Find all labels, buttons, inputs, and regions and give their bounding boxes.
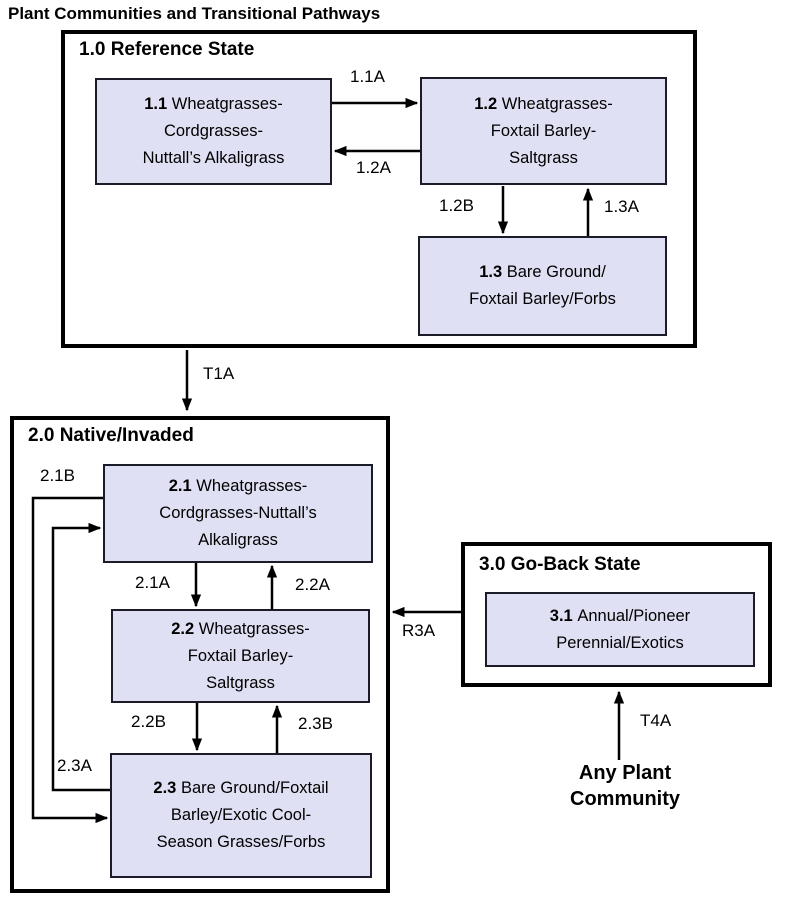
pathway-label-2-1B: 2.1B [40,466,75,485]
pathway-label-1-2A: 1.2A [356,158,391,177]
pathway-label-2-3A: 2.3A [57,756,92,775]
community-name-1-1: Wheatgrasses- Cordgrasses- Nuttall’s Alk… [142,95,285,167]
state-label-2-0: 2.0 Native/Invaded [28,425,194,446]
community-name-2-3: Bare Ground/Foxtail Barley/Exotic Cool- … [156,779,329,851]
community-name-2-2: Wheatgrasses- Foxtail Barley- Saltgrass [187,619,310,692]
community-number-2-3: 2.3 [153,779,177,797]
community-number-1-3: 1.3 [479,263,503,281]
pathway-label-1-3A: 1.3A [604,197,639,216]
community-number-1-2: 1.2 [474,94,498,113]
community-name-3-1: Annual/Pioneer Perennial/Exotics [556,606,691,652]
pathway-label-1-2B: 1.2B [439,196,474,215]
pathway-label-T4A: T4A [640,711,672,730]
community-number-2-1: 2.1 [168,477,192,495]
pathway-label-1-1A: 1.1A [350,67,385,86]
state-box-2-0-native-invaded: 2.0 Native/Invaded [10,416,390,893]
state-label-3-0: 3.0 Go-Back State [479,554,641,575]
state-box-3-0-go-back: 3.0 Go-Back State [461,542,772,687]
pathway-label-T1A: T1A [203,364,235,383]
pathway-label-2-2A: 2.2A [295,575,330,594]
diagram-title: Plant Communities and Transitional Pathw… [8,4,381,23]
pathway-label-2-2B: 2.2B [131,712,166,731]
community-number-2-2: 2.2 [171,619,195,638]
state-box-1-0-reference: 1.0 Reference State [61,30,697,348]
community-name-1-3: Bare Ground/ Foxtail Barley/Forbs [469,263,616,308]
community-number-3-1: 3.1 [549,606,573,625]
community-name-1-2: Wheatgrasses- Foxtail Barley- Saltgrass [490,94,613,167]
state-label-1-0: 1.0 Reference State [79,39,255,60]
pathway-label-R3A: R3A [402,621,436,640]
community-number-1-1: 1.1 [144,95,168,113]
pathway-label-2-3B: 2.3B [298,714,333,733]
any-plant-community-label: Any Plant Community [570,762,680,810]
pathway-label-2-1A: 2.1A [135,573,170,592]
community-name-2-1: Wheatgrasses- Cordgrasses-Nuttall’s Alka… [159,477,317,549]
